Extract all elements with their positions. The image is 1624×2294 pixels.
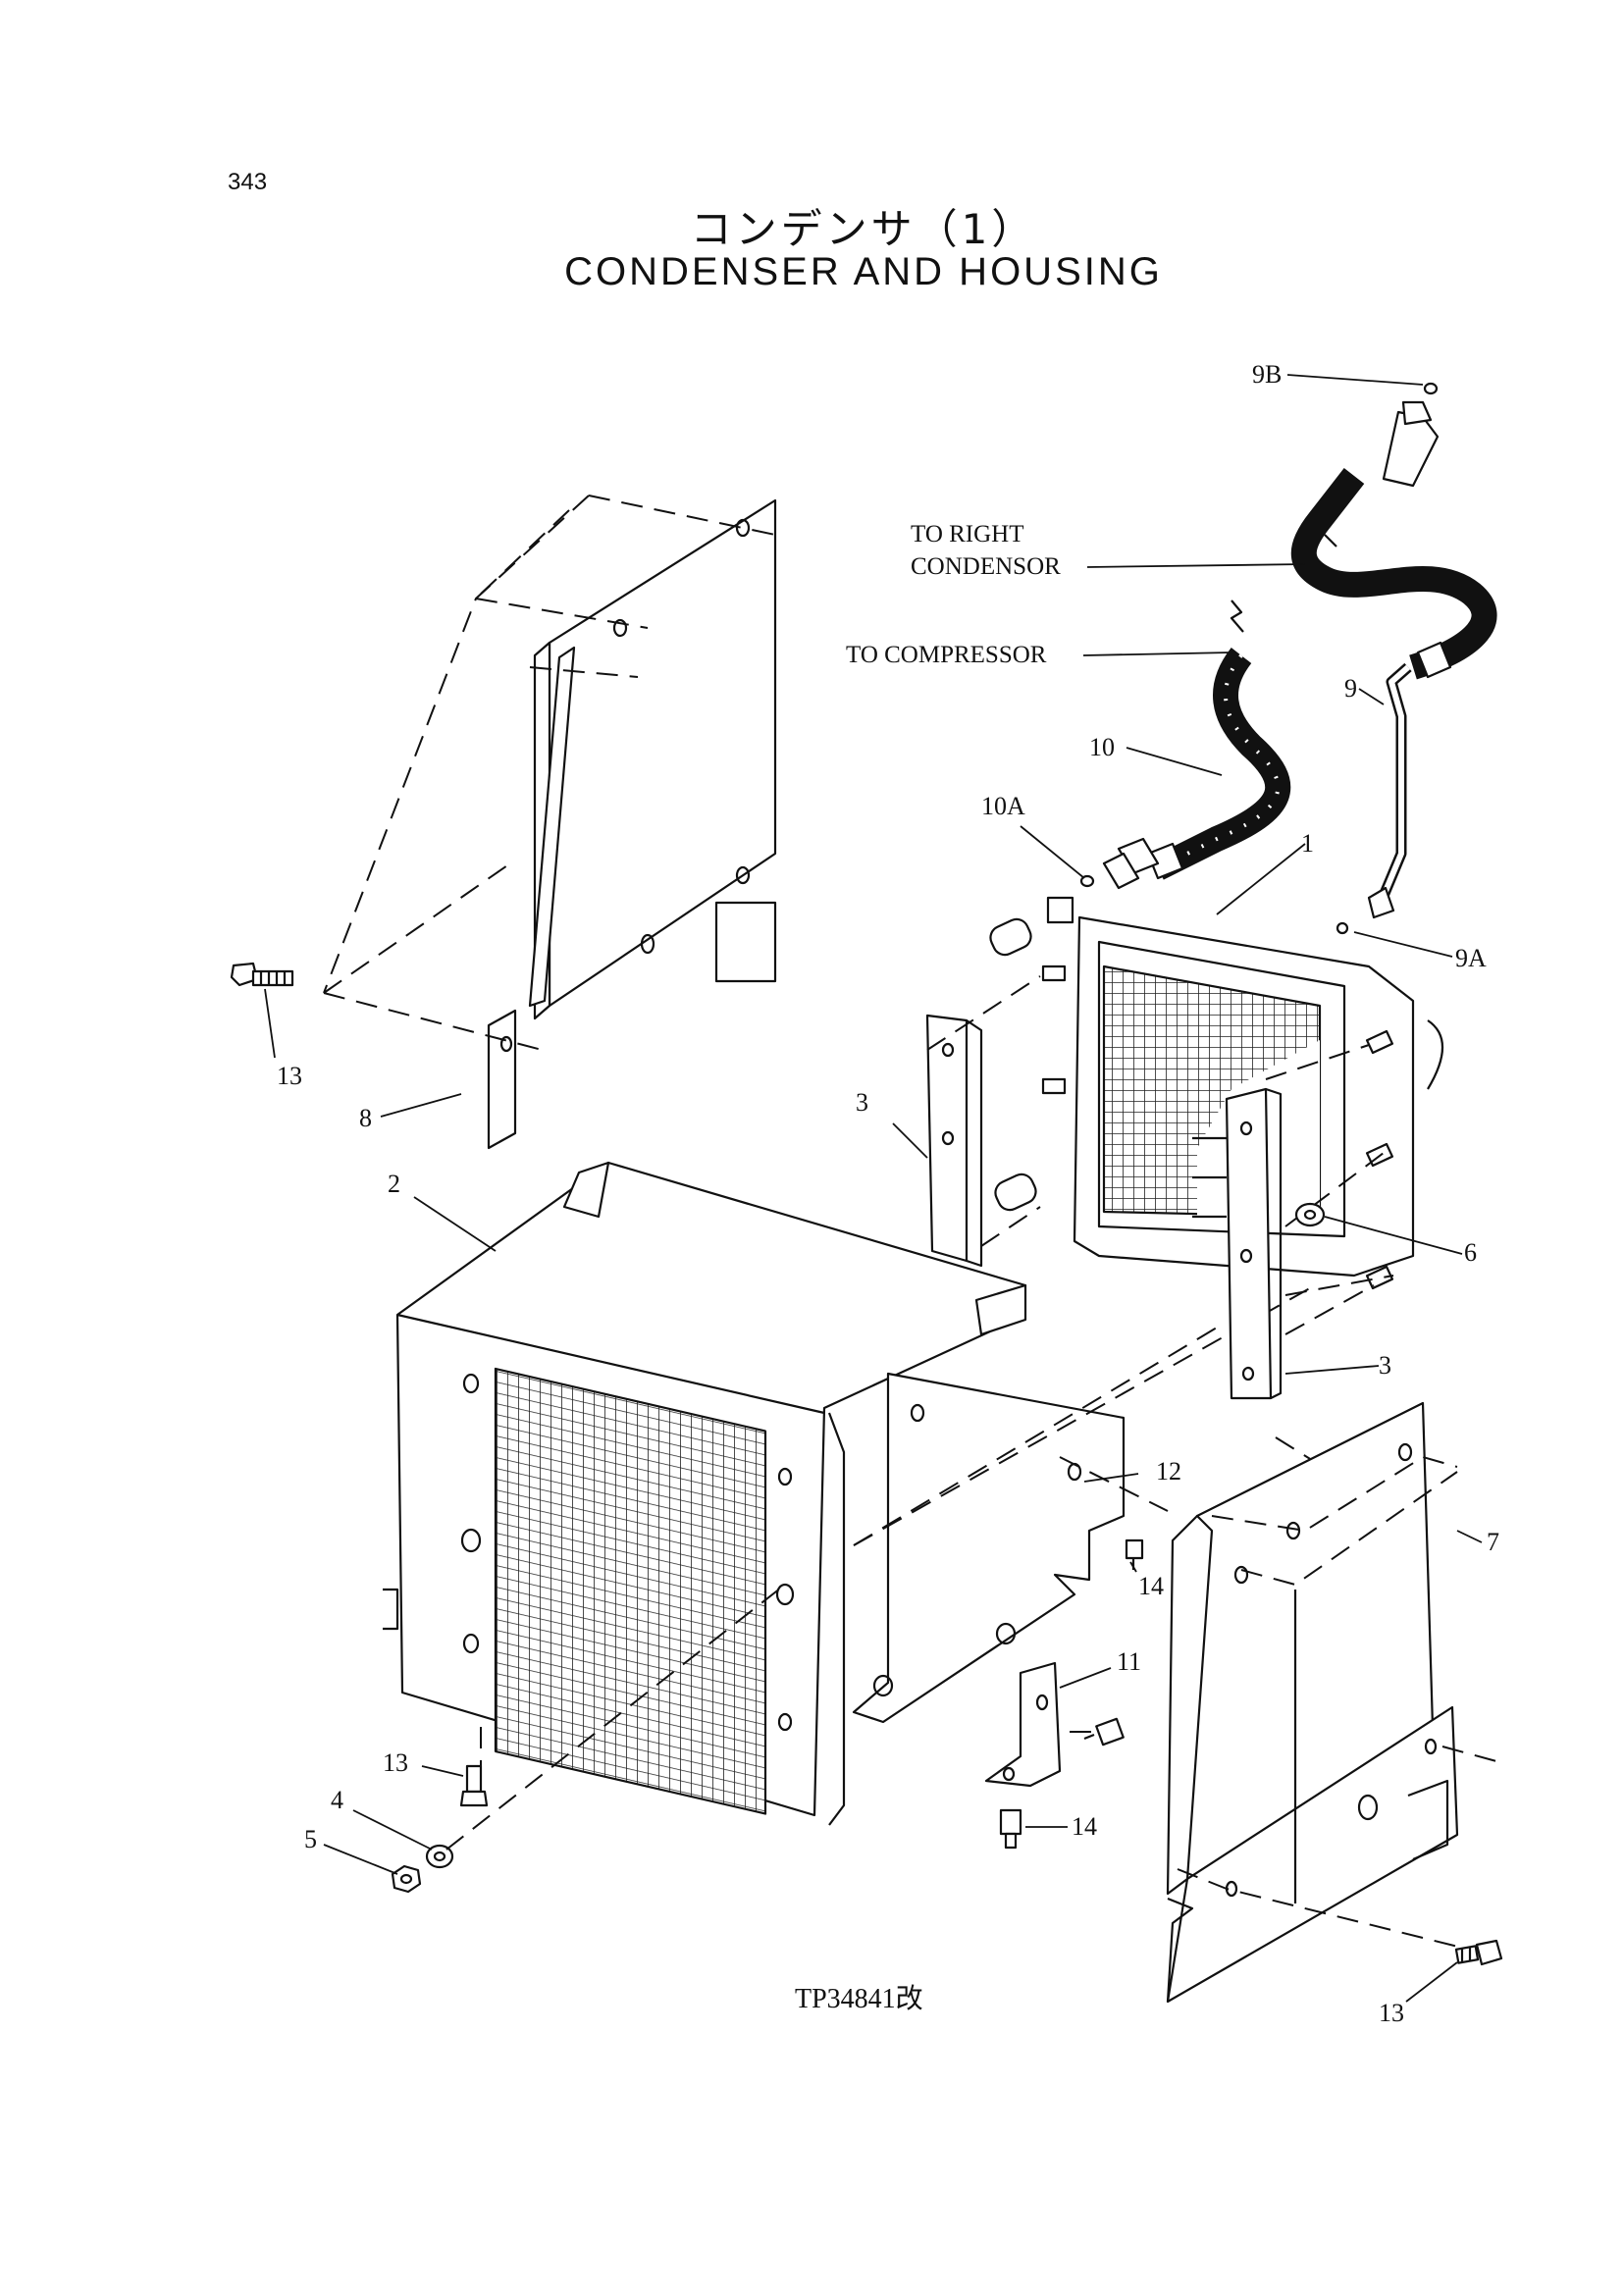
part-2-housing xyxy=(383,1161,1027,1826)
label-13-bottom: 13 xyxy=(383,1748,408,1777)
pipe-9 xyxy=(1336,662,1412,935)
hose-right-condensor xyxy=(1290,382,1497,680)
label-10: 10 xyxy=(1089,733,1115,761)
bolt-13-bottom xyxy=(459,1764,489,1807)
part-11-bracket xyxy=(984,1661,1062,1788)
drawing-number: TP34841改 xyxy=(795,1984,923,2014)
label-3-right: 3 xyxy=(1379,1351,1391,1380)
label-8: 8 xyxy=(359,1104,372,1132)
part-8-dashed-guides xyxy=(323,495,776,1053)
leader-lines xyxy=(264,374,1483,2003)
bolt-14-a xyxy=(1083,1717,1125,1747)
label-9b: 9B xyxy=(1252,360,1282,389)
bolt-14-b xyxy=(1125,1538,1144,1570)
label-3-left: 3 xyxy=(856,1088,868,1117)
label-9a: 9A xyxy=(1455,944,1487,972)
label-9: 9 xyxy=(1344,674,1357,703)
title-english: CONDENSER AND HOUSING xyxy=(564,250,1163,293)
part-3-bracket-right xyxy=(1192,1087,1283,1400)
bolt-13-left xyxy=(230,962,294,987)
label-14-lower: 14 xyxy=(1072,1812,1097,1841)
part-8-side-panel xyxy=(487,498,777,1150)
label-12: 12 xyxy=(1156,1457,1181,1486)
label-2: 2 xyxy=(388,1170,400,1198)
condenser-dashed-guides xyxy=(926,975,1394,1335)
title-japanese: コンデンサ（1） xyxy=(690,205,1037,253)
washer-6 xyxy=(1294,1202,1326,1227)
label-11: 11 xyxy=(1117,1647,1141,1676)
bolt-14-c xyxy=(999,1808,1022,1850)
label-5: 5 xyxy=(304,1825,317,1853)
callout-to-compressor: TO COMPRESSOR xyxy=(846,642,1047,668)
washer-4 xyxy=(425,1844,454,1869)
label-7: 7 xyxy=(1487,1528,1499,1556)
label-10a: 10A xyxy=(981,792,1025,820)
label-13-right: 13 xyxy=(1379,1999,1404,2027)
part-12-plate xyxy=(852,1372,1126,1724)
label-1: 1 xyxy=(1301,829,1314,858)
hose-10 xyxy=(1079,600,1291,890)
label-4: 4 xyxy=(331,1786,343,1814)
callout-to-right-2: CONDENSOR xyxy=(911,553,1061,580)
page-number: 343 xyxy=(228,169,268,195)
part-3-bracket-left xyxy=(925,1014,983,1268)
label-14-upper: 14 xyxy=(1138,1572,1164,1600)
callout-to-right-1: TO RIGHT xyxy=(911,521,1024,547)
bolt-13-right xyxy=(1454,1939,1503,1966)
part-7-dashed-guides xyxy=(1177,1456,1497,1949)
nut-5 xyxy=(391,1864,422,1894)
part-7-side-panel xyxy=(1166,1401,1459,2004)
label-13-left: 13 xyxy=(277,1062,302,1090)
label-6: 6 xyxy=(1464,1238,1477,1267)
